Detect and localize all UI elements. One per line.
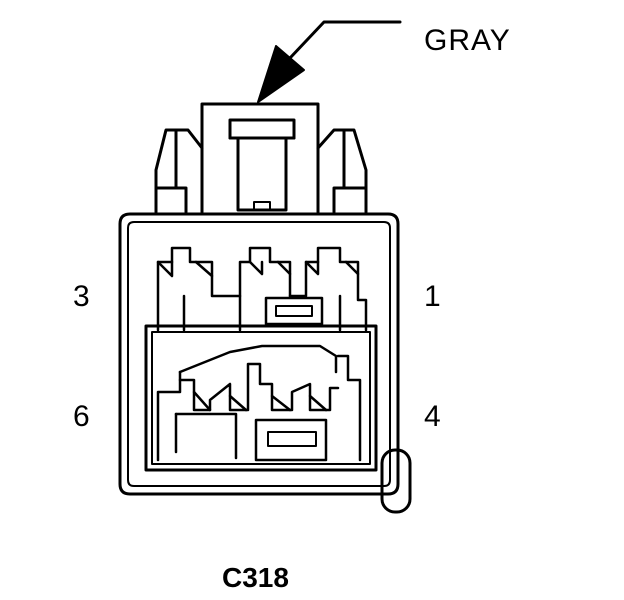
upper-terminals: [156, 246, 368, 332]
pin-label-3: 3: [73, 280, 90, 313]
connector-id: C318: [222, 562, 289, 593]
left-ear: [154, 128, 204, 214]
callout-arrow: [257, 20, 402, 103]
right-ear: [316, 128, 368, 214]
lower-terminals: [156, 344, 362, 462]
color-label: GRAY: [424, 24, 511, 57]
pin-label-6: 6: [73, 400, 90, 433]
connector-body: [118, 212, 400, 496]
pin-label-4: 4: [424, 400, 441, 433]
connector-latch: [200, 102, 320, 214]
side-key: [380, 438, 412, 514]
pin-label-1: 1: [424, 280, 441, 313]
